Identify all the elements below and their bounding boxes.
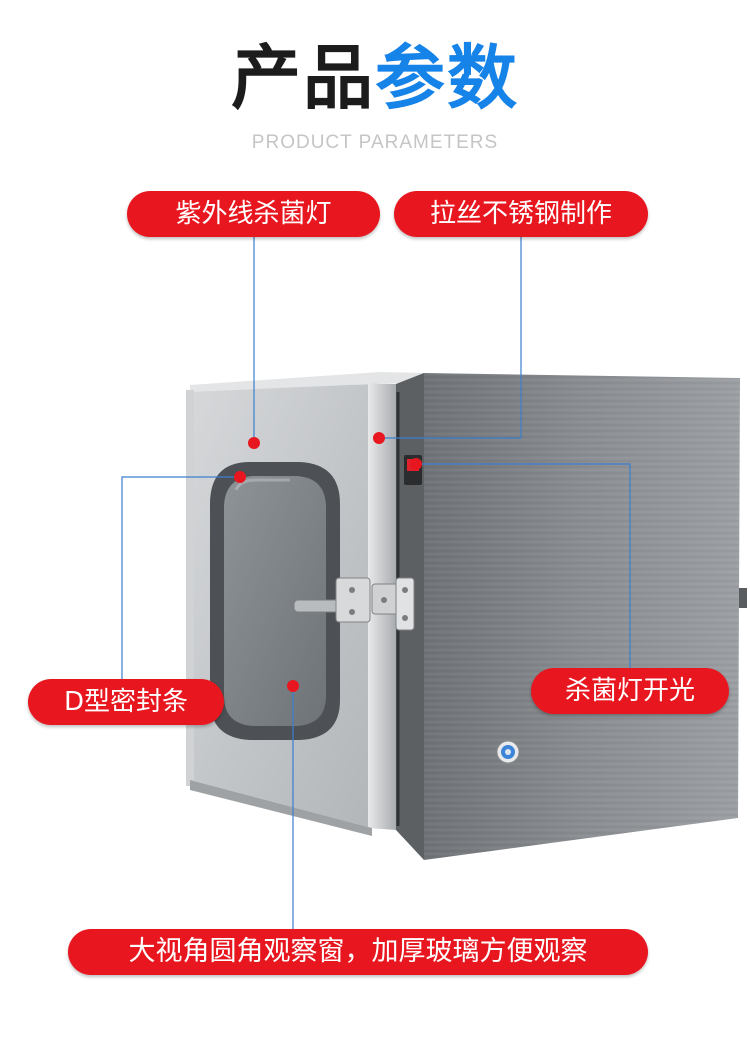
marker-window <box>287 680 299 692</box>
marker-brushed-steel <box>373 432 385 444</box>
callout-uv-lamp: 紫外线杀菌灯 <box>127 191 380 237</box>
door-latch <box>293 577 415 631</box>
cabinet-side-panel <box>424 373 747 860</box>
cabinet-bottom-edge <box>190 780 372 836</box>
observation-window <box>210 462 340 740</box>
leader-lamp-switch <box>413 463 631 668</box>
page-subtitle: PRODUCT PARAMETERS <box>251 132 499 153</box>
window-glass <box>224 476 326 726</box>
title-part-dark: 产品 <box>231 37 375 119</box>
side-fitting <box>739 588 747 608</box>
side-port <box>496 740 520 764</box>
callout-observation-window: 大视角圆角观察窗，加厚玻璃方便观察 <box>68 929 648 975</box>
page-title: 产品参数 <box>0 38 750 118</box>
leader-brushed-steel <box>380 236 522 439</box>
title-part-blue: 参数 <box>375 37 519 119</box>
marker-lamp-switch <box>410 458 422 470</box>
callout-seal-strip: D型密封条 <box>28 679 224 725</box>
marker-seal-strip <box>234 471 246 483</box>
leader-seal-strip <box>121 476 240 679</box>
callout-brushed-steel: 拉丝不锈钢制作 <box>394 191 648 237</box>
marker-dots <box>234 432 422 692</box>
callout-lamp-switch: 杀菌灯开光 <box>531 668 729 714</box>
leader-lines <box>121 236 631 929</box>
marker-uv-lamp <box>248 437 260 449</box>
